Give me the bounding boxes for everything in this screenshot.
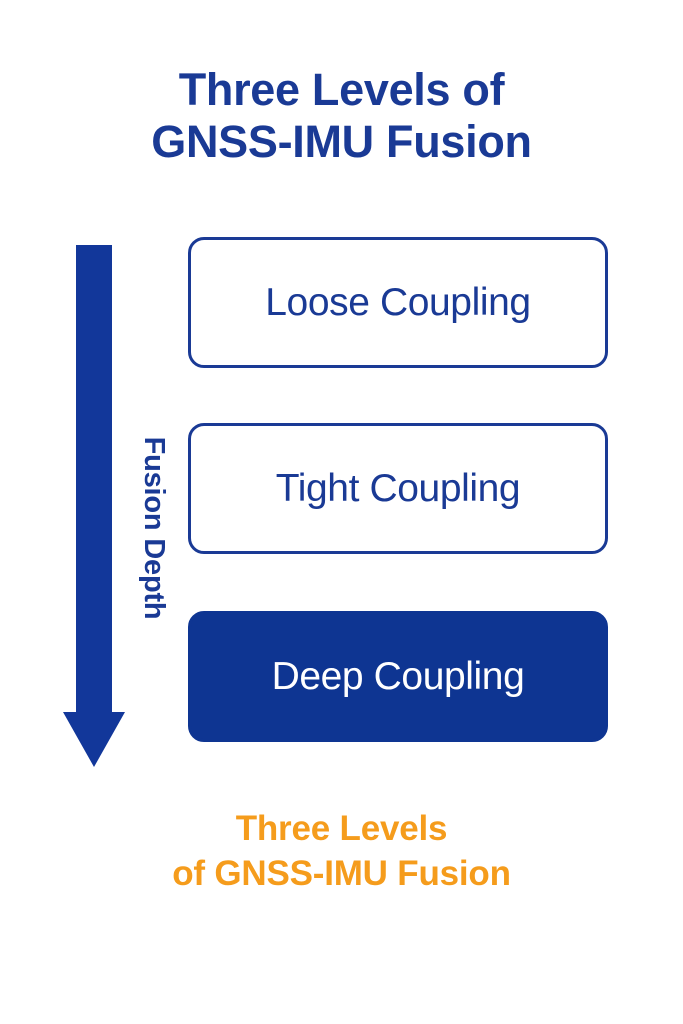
footer-caption-line-2: of GNSS-IMU Fusion — [172, 854, 511, 893]
page-title: Three Levels of GNSS-IMU Fusion — [0, 64, 683, 168]
level-box-loose-coupling[interactable]: Loose Coupling — [188, 237, 608, 368]
level-label-loose-coupling: Loose Coupling — [265, 280, 531, 324]
downward-arrow-icon — [63, 245, 125, 767]
level-box-deep-coupling[interactable]: Deep Coupling — [188, 611, 608, 742]
footer-caption-line-1: Three Levels — [235, 809, 448, 848]
fusion-depth-axis-label: Fusion Depth — [137, 398, 171, 658]
level-label-tight-coupling: Tight Coupling — [275, 466, 521, 510]
fusion-depth-axis-label-text: Fusion Depth — [138, 436, 170, 620]
level-label-deep-coupling: Deep Coupling — [271, 654, 525, 698]
page-title-line-2: GNSS-IMU Fusion — [151, 116, 532, 167]
footer-caption: Three Levels of GNSS-IMU Fusion — [0, 806, 683, 896]
page-title-line-1: Three Levels of — [178, 64, 505, 115]
level-box-tight-coupling[interactable]: Tight Coupling — [188, 423, 608, 554]
fusion-depth-arrow — [60, 240, 130, 772]
